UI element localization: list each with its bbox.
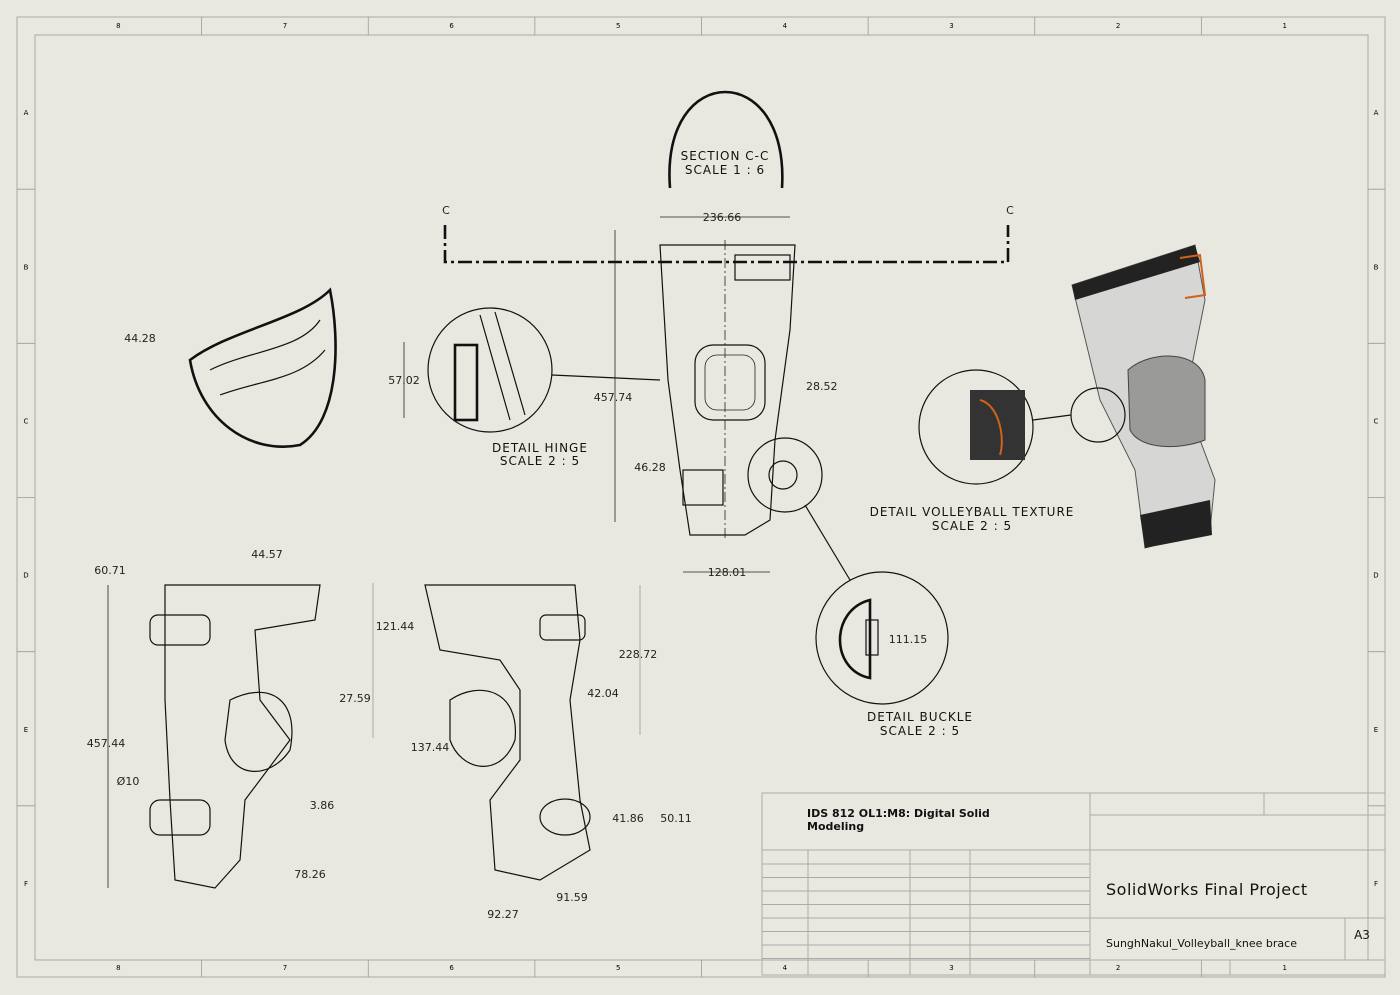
- side-view-right: 121.44 228.72 42.04 137.44 41.86 50.11 9…: [372, 583, 692, 921]
- zone-row-label: C: [1374, 417, 1379, 425]
- zone-row-label: F: [1374, 880, 1378, 888]
- zone-column-label: 1: [1282, 964, 1286, 972]
- svg-text:457.44: 457.44: [87, 737, 126, 750]
- zone-row-label: B: [24, 263, 29, 271]
- zone-row-label: A: [24, 109, 29, 117]
- zone-row-label: A: [1374, 109, 1379, 117]
- drawing-number: SunghNakul_Volleyball_knee brace: [1106, 937, 1297, 950]
- svg-text:44.57: 44.57: [251, 548, 283, 561]
- section-scale: SCALE 1 : 6: [685, 163, 765, 177]
- svg-text:C: C: [1006, 204, 1014, 217]
- svg-text:137.44: 137.44: [411, 741, 450, 754]
- svg-text:Ø10: Ø10: [117, 775, 140, 788]
- course-name-line2: Modeling: [807, 820, 864, 833]
- rendered-knee-brace: DETAIL VOLLEYBALL TEXTURE SCALE 2 : 5: [870, 244, 1216, 549]
- zone-row-label: E: [1374, 726, 1378, 734]
- zone-column-label: 1: [1282, 22, 1286, 30]
- zone-column-label: 8: [116, 22, 120, 30]
- svg-text:46.28: 46.28: [634, 461, 666, 474]
- zone-column-label: 6: [449, 22, 454, 30]
- svg-text:27.59: 27.59: [339, 692, 371, 705]
- svg-text:92.27: 92.27: [487, 908, 519, 921]
- svg-text:SCALE 2 : 5: SCALE 2 : 5: [880, 724, 960, 738]
- svg-text:457.74: 457.74: [594, 391, 633, 404]
- front-view: 236.66 457.74 28.52 46.28 128.01: [594, 211, 851, 581]
- zone-column-label: 2: [1116, 964, 1120, 972]
- svg-text:44.28: 44.28: [124, 332, 156, 345]
- svg-text:SCALE 2 : 5: SCALE 2 : 5: [932, 519, 1012, 533]
- outer-border: [16, 16, 1386, 978]
- section-cut-line: C C: [442, 204, 1014, 264]
- svg-text:57.02: 57.02: [388, 374, 420, 387]
- svg-text:121.44: 121.44: [376, 620, 415, 633]
- svg-text:60.71: 60.71: [94, 564, 126, 577]
- svg-text:128.01: 128.01: [708, 566, 747, 579]
- svg-text:78.26: 78.26: [294, 868, 326, 881]
- zone-column-label: 3: [949, 964, 953, 972]
- svg-text:DETAIL HINGE: DETAIL HINGE: [492, 441, 588, 455]
- zone-column-label: 8: [116, 964, 120, 972]
- zone-column-label: 3: [949, 22, 953, 30]
- svg-text:111.15: 111.15: [889, 633, 928, 646]
- zone-row-label: E: [24, 726, 28, 734]
- zone-column-label: 2: [1116, 22, 1120, 30]
- zone-row-label: D: [1373, 572, 1378, 580]
- svg-text:SCALE 2 : 5: SCALE 2 : 5: [500, 454, 580, 468]
- zone-column-label: 6: [449, 964, 454, 972]
- section-c-c-view: SECTION C-C SCALE 1 : 6: [668, 90, 784, 189]
- course-name: IDS 812 OL1:M8: Digital Solid: [807, 807, 990, 820]
- sheet-size: A3: [1354, 928, 1370, 942]
- svg-text:C: C: [442, 204, 450, 217]
- zone-row-label: D: [23, 572, 28, 580]
- detail-buckle-view: 111.15 DETAIL BUCKLE SCALE 2 : 5: [815, 571, 973, 738]
- zone-row-label: C: [24, 417, 29, 425]
- zone-row-label: F: [24, 880, 28, 888]
- svg-text:DETAIL VOLLEYBALL TEXTURE: DETAIL VOLLEYBALL TEXTURE: [870, 505, 1075, 519]
- drawing-title: SolidWorks Final Project: [1106, 880, 1308, 899]
- svg-text:28.52: 28.52: [806, 380, 838, 393]
- svg-text:42.04: 42.04: [587, 687, 619, 700]
- detail-hinge-view: 57.02 DETAIL HINGE SCALE 2 : 5: [388, 307, 661, 468]
- svg-text:DETAIL BUCKLE: DETAIL BUCKLE: [867, 710, 973, 724]
- zone-column-label: 5: [616, 964, 620, 972]
- zone-column-label: 7: [283, 22, 287, 30]
- zone-column-label: 7: [283, 964, 287, 972]
- zone-column-label: 4: [783, 22, 788, 30]
- zone-column-label: 4: [783, 964, 788, 972]
- section-label: SECTION C-C: [681, 149, 770, 163]
- zone-row-label: B: [1374, 263, 1379, 271]
- side-view-left: 457.44 60.71 44.57 27.59 Ø10 3.86 78.26: [87, 548, 371, 889]
- svg-text:91.59: 91.59: [556, 891, 588, 904]
- zone-column-label: 5: [616, 22, 620, 30]
- svg-text:50.11: 50.11: [660, 812, 692, 825]
- svg-text:3.86: 3.86: [310, 799, 335, 812]
- svg-text:228.72: 228.72: [619, 648, 658, 661]
- svg-text:236.66: 236.66: [703, 211, 742, 224]
- isometric-pad-view: 44.28: [124, 287, 337, 448]
- svg-text:41.86: 41.86: [612, 812, 644, 825]
- title-block: IDS 812 OL1:M8: Digital Solid Modeling S…: [761, 792, 1386, 976]
